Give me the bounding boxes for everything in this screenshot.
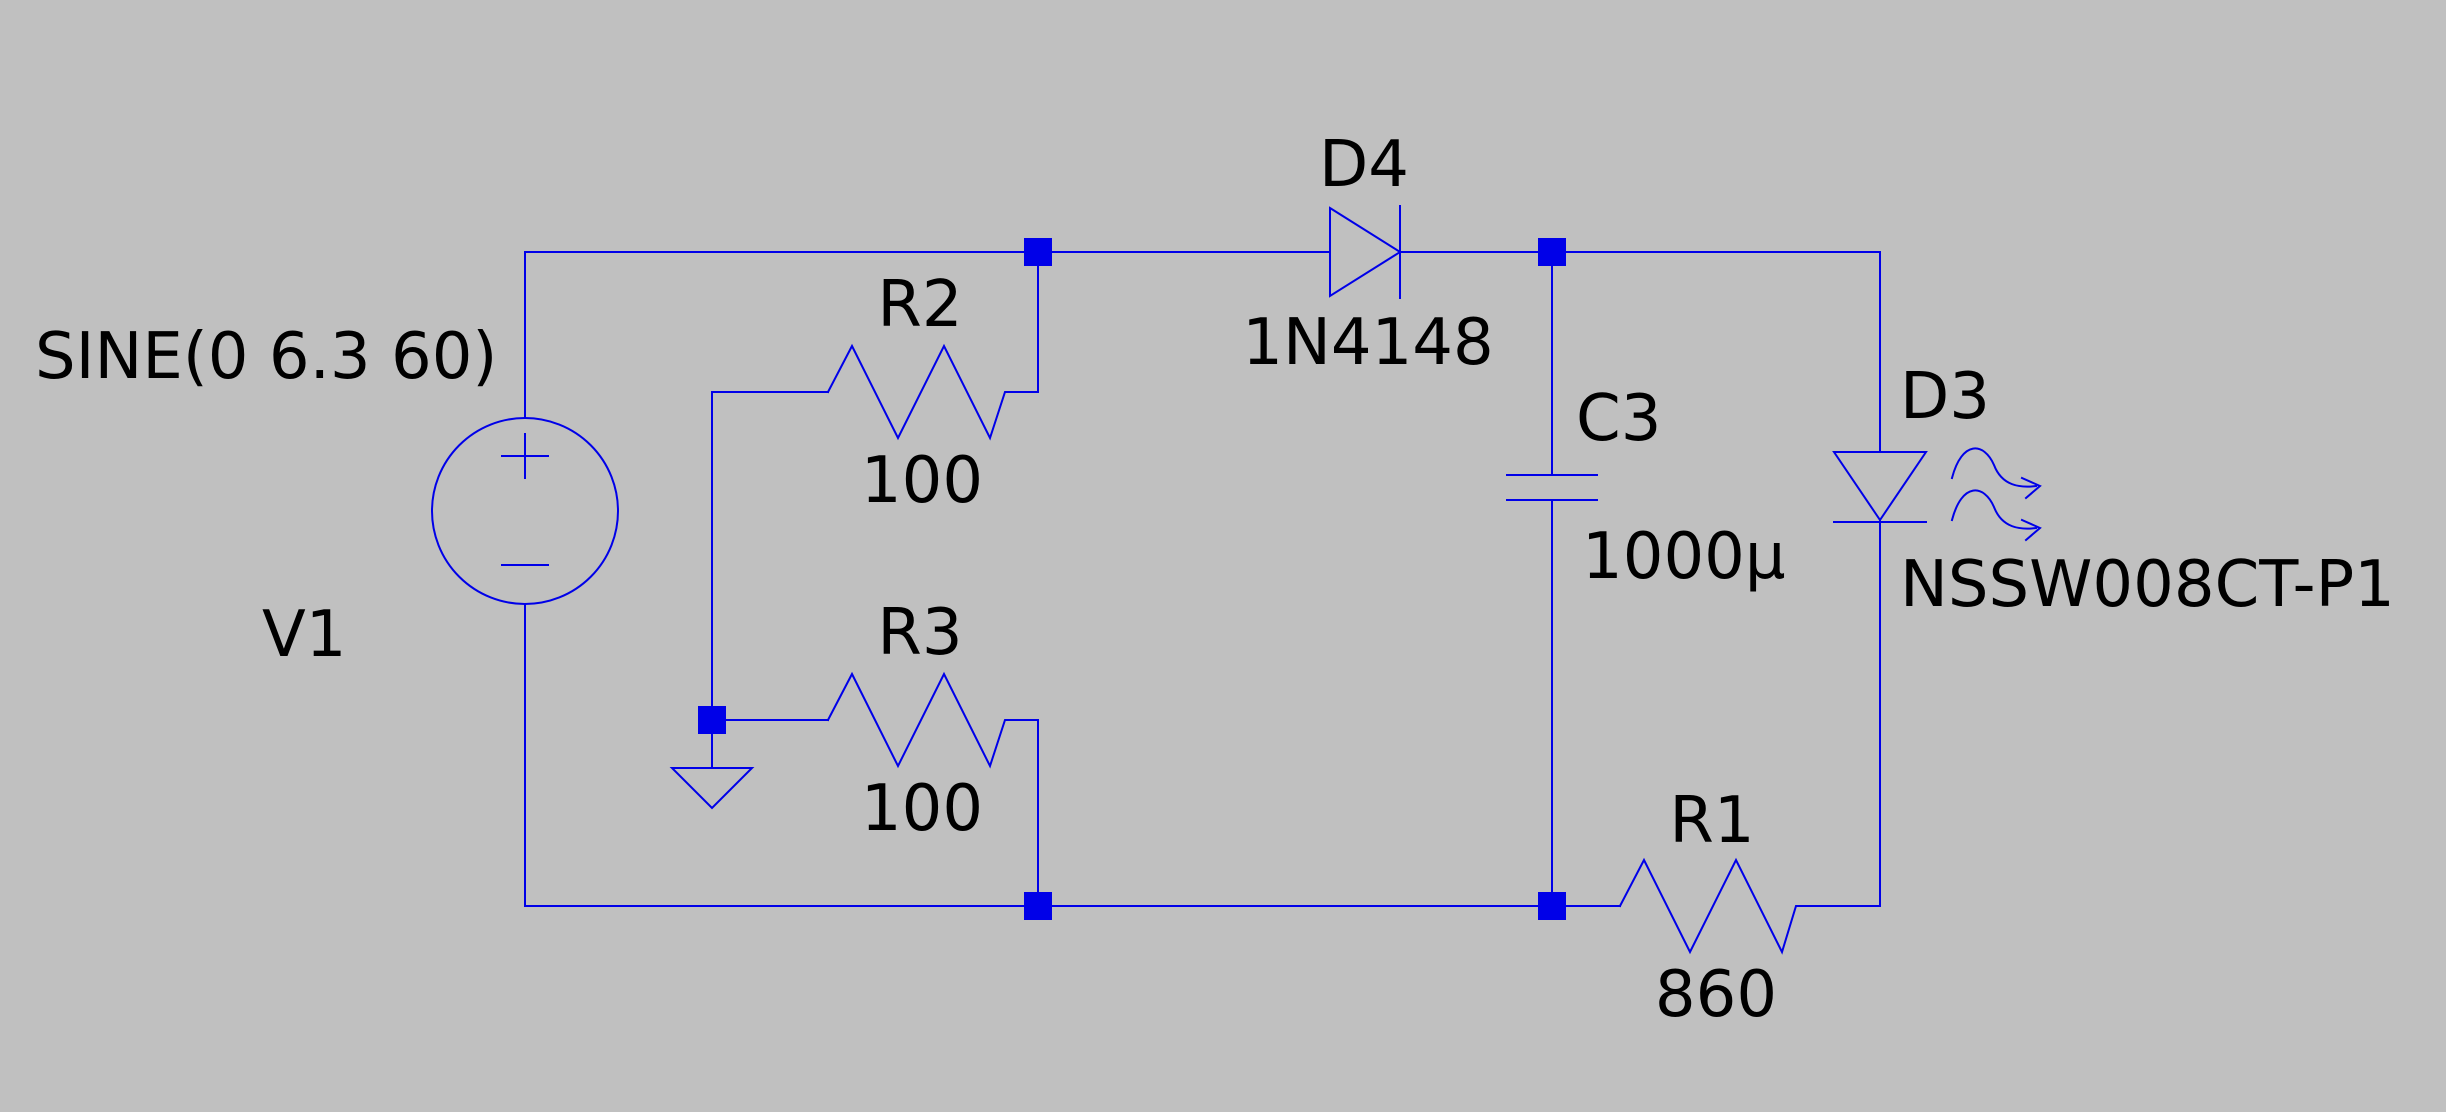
wire-top-left [524, 251, 1039, 419]
resistor-icon [826, 671, 1021, 769]
r3-name-label: R3 [877, 596, 962, 670]
ground-icon [669, 767, 755, 810]
r3-value-label: 100 [861, 772, 983, 846]
diode-icon [1269, 205, 1461, 299]
resistor-icon [1618, 857, 1811, 955]
labels: SINE(0 6.3 60) V1 R2 100 R3 100 R1 860 D… [35, 128, 2395, 1032]
wire-r2-left [711, 391, 829, 721]
capacitor-icon [1506, 474, 1598, 501]
v1-value-label: SINE(0 6.3 60) [35, 320, 497, 394]
d4-name-label: D4 [1319, 128, 1409, 202]
c3-name-label: C3 [1576, 382, 1661, 456]
voltage-source-icon [431, 417, 619, 605]
wire-top-right [1551, 251, 1881, 451]
d3-name-label: D3 [1900, 360, 1990, 434]
resistor-icon [826, 343, 1021, 441]
junction-dot [1024, 238, 1052, 266]
junction-dot [1538, 238, 1566, 266]
d3-value-label: NSSW008CT-P1 [1900, 548, 2395, 622]
c3-value-label: 1000μ [1582, 520, 1786, 594]
r1-name-label: R1 [1669, 784, 1754, 858]
r1-value-label: 860 [1655, 958, 1777, 1032]
v1-name-label: V1 [262, 598, 347, 672]
led-icon [1832, 447, 2042, 542]
wire-r2-right [1019, 251, 1039, 393]
wire-r3-right [1019, 719, 1039, 907]
junction-dot [1024, 892, 1052, 920]
d4-value-label: 1N4148 [1242, 306, 1493, 380]
junction-dot [698, 706, 726, 734]
junctions [698, 238, 1566, 920]
r2-value-label: 100 [861, 444, 983, 518]
junction-dot [1538, 892, 1566, 920]
r2-name-label: R2 [877, 268, 962, 342]
